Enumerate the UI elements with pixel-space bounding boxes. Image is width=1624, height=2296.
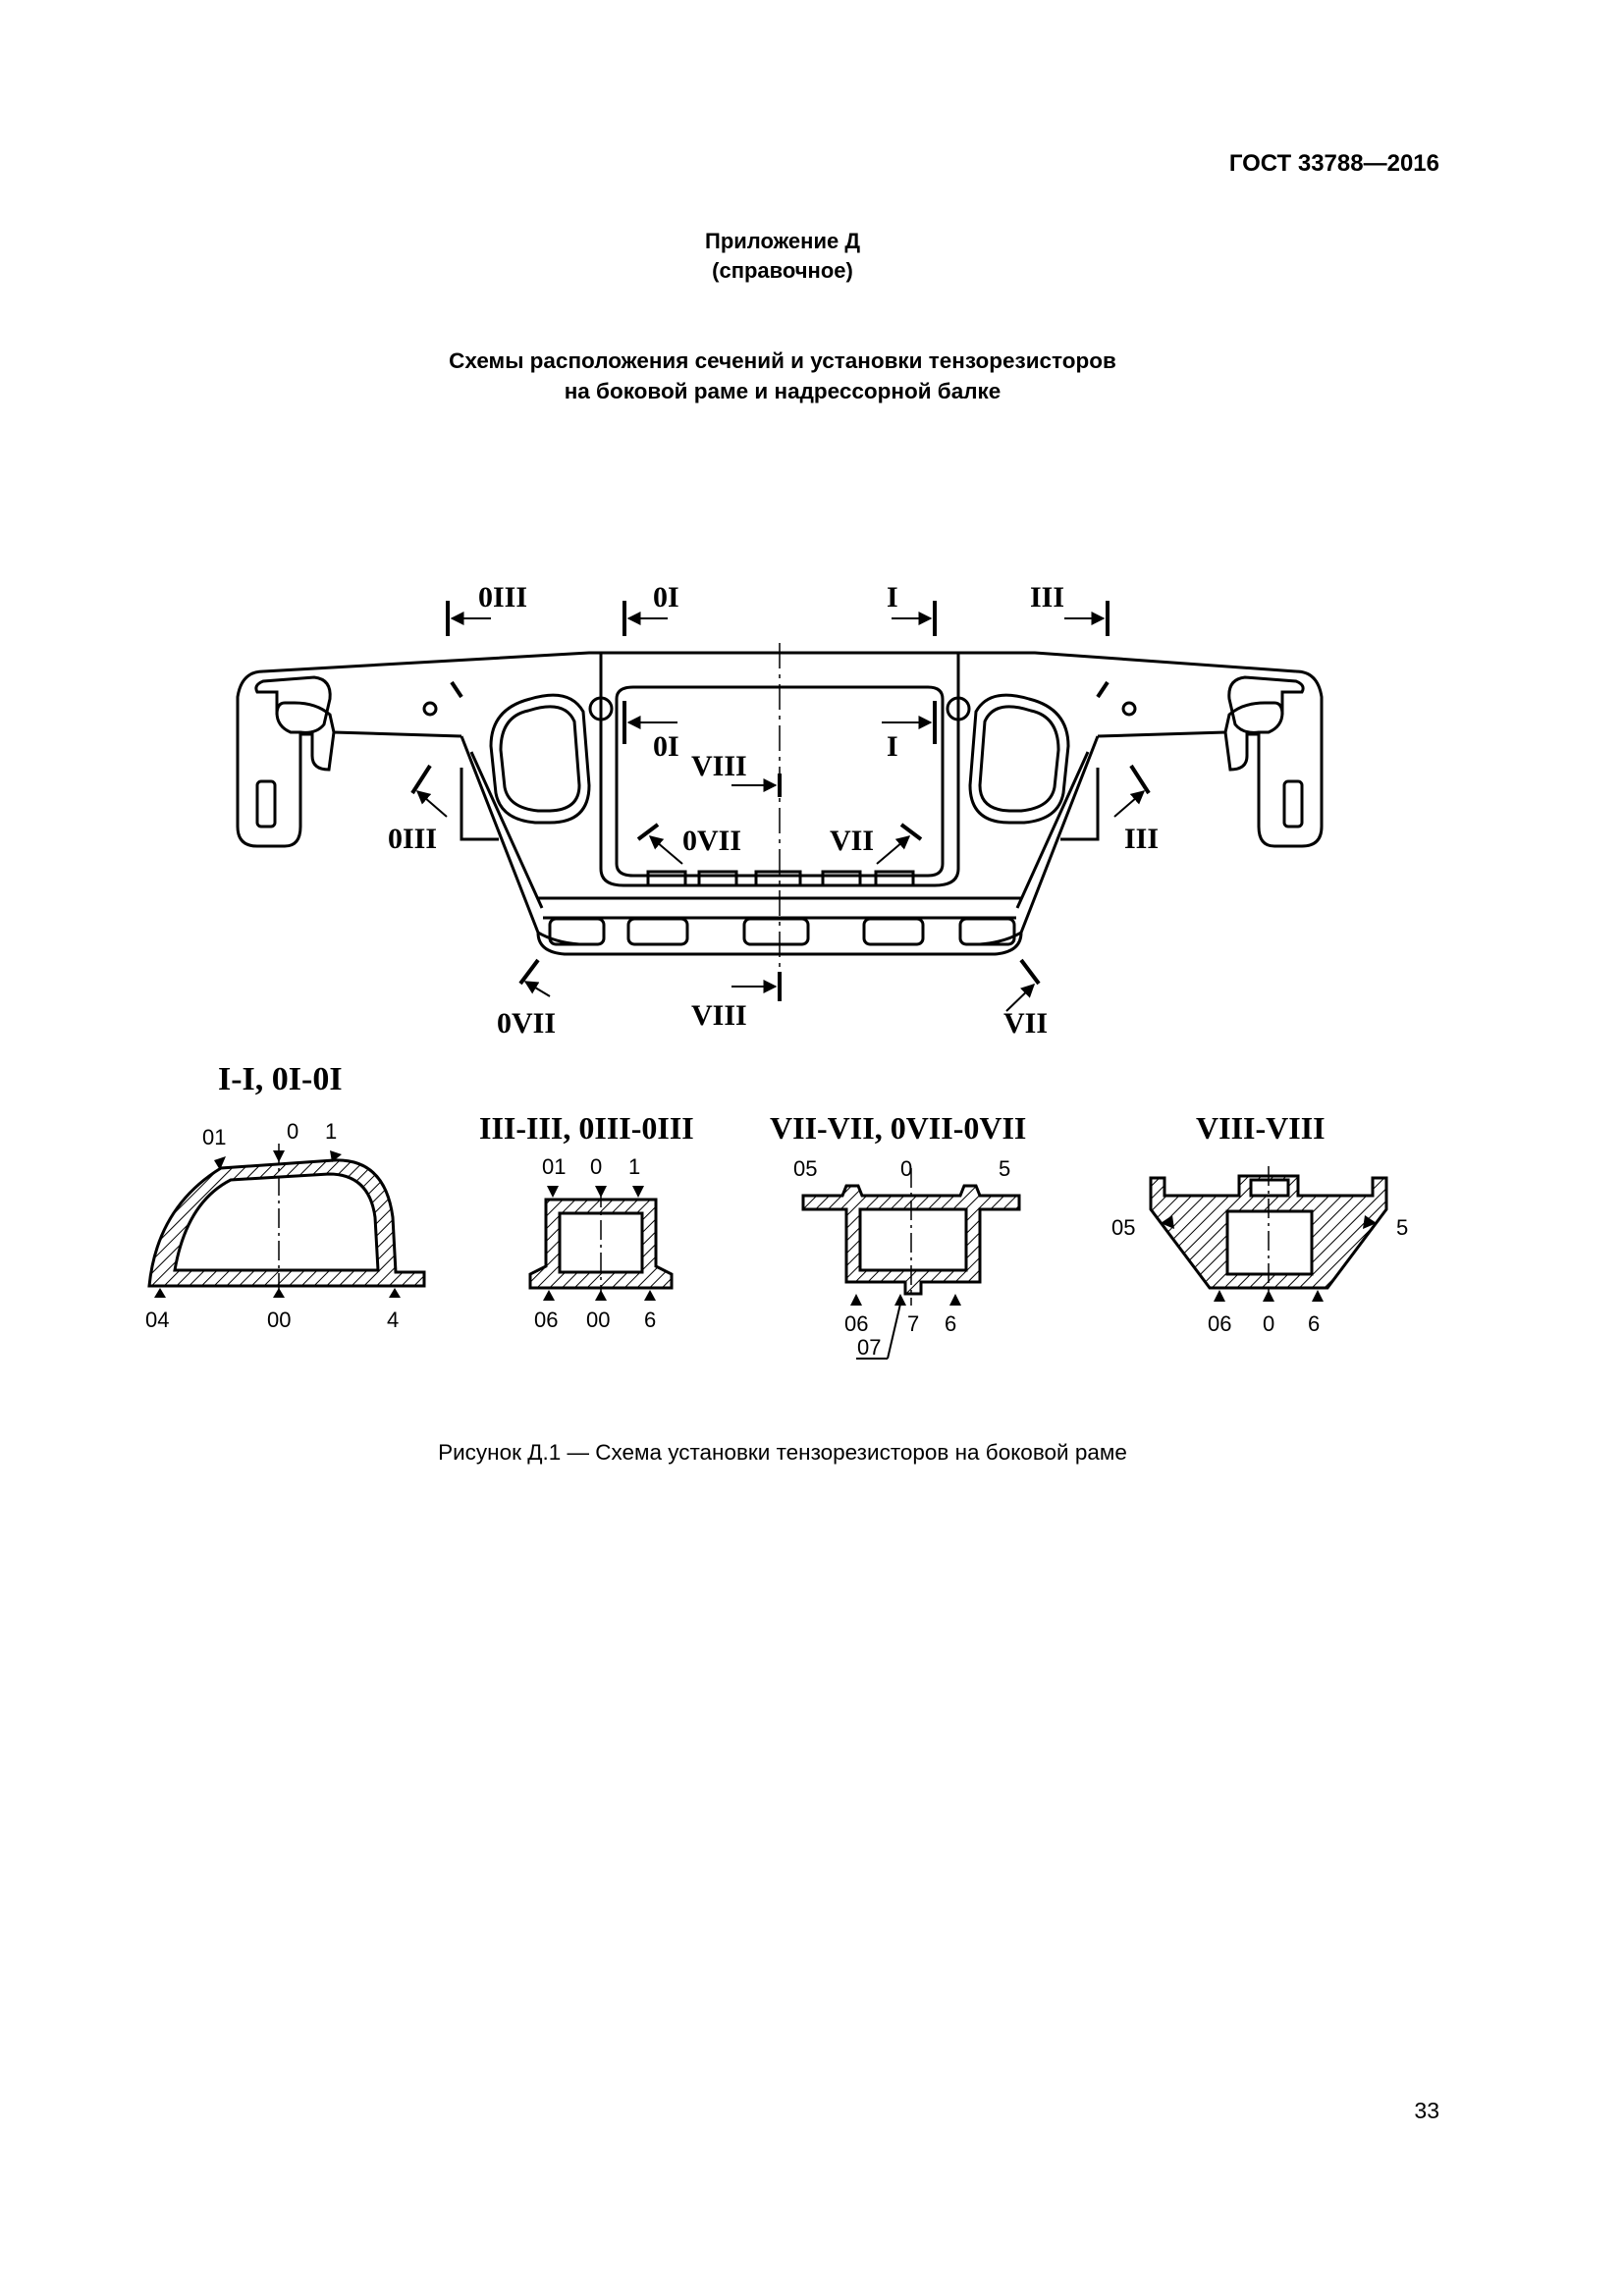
technical-drawing: 0III 0I I III 0I I VIII 0III 0VII VII II… <box>145 581 1408 1360</box>
section-arrows <box>415 612 1146 1012</box>
section-viii-viii: VIII-VIII 05 5 06 0 6 <box>1111 1110 1408 1336</box>
point-label: 6 <box>644 1308 656 1332</box>
point-label: 7 <box>907 1311 919 1336</box>
section-iii-iii: III-III, 0III-0III 01 0 1 06 00 6 <box>479 1110 694 1332</box>
label-viii-bottom: VIII <box>691 999 747 1032</box>
point-label: 5 <box>1396 1215 1408 1240</box>
point-label: 1 <box>325 1119 337 1144</box>
label-vii-bottom: VII <box>1003 1007 1048 1040</box>
section-vii-vii: VII-VII, 0VII-0VII 05 0 5 06 7 6 07 <box>770 1110 1026 1360</box>
label-0iii-top: 0III <box>478 581 527 614</box>
section-title: III-III, 0III-0III <box>479 1110 694 1146</box>
section-title: VIII-VIII <box>1196 1110 1326 1146</box>
label-i-top: I <box>887 581 898 614</box>
figure-caption: Рисунок Д.1 — Схема установки тензорезис… <box>438 1440 1127 1465</box>
point-label: 0 <box>900 1156 912 1181</box>
label-0vii-bottom: 0VII <box>497 1007 556 1040</box>
point-label: 06 <box>534 1308 558 1332</box>
point-label: 01 <box>542 1154 566 1179</box>
point-label: 06 <box>844 1311 868 1336</box>
point-label: 6 <box>945 1311 956 1336</box>
side-frame-drawing <box>236 651 1324 956</box>
point-label: 01 <box>202 1125 226 1149</box>
label-vii-inner: VII <box>830 825 874 857</box>
point-label: 00 <box>267 1308 291 1332</box>
figure-title-line-1: Схемы расположения сечений и установки т… <box>449 348 1116 373</box>
point-label: 05 <box>793 1156 817 1181</box>
appendix-title: Приложение Д <box>705 229 860 253</box>
point-label: 5 <box>999 1156 1010 1181</box>
section-title: I-I, 0I-0I <box>218 1061 343 1097</box>
section-title: VII-VII, 0VII-0VII <box>770 1110 1026 1146</box>
point-label: 05 <box>1111 1215 1135 1240</box>
page-number: 33 <box>1414 2098 1439 2123</box>
section-cut-markers <box>410 601 1151 1001</box>
point-label: 04 <box>145 1308 169 1332</box>
point-label: 00 <box>586 1308 610 1332</box>
label-viii-mid: VIII <box>691 750 747 782</box>
appendix-type: (справочное) <box>712 258 853 283</box>
label-0vii-inner: 0VII <box>682 825 741 857</box>
point-label: 0 <box>287 1119 298 1144</box>
label-0i-top: 0I <box>653 581 679 614</box>
point-label: 6 <box>1308 1311 1320 1336</box>
label-iii-top: III <box>1030 581 1064 614</box>
label-iii-right: III <box>1124 823 1159 855</box>
point-label: 06 <box>1208 1311 1231 1336</box>
label-0iii-left: 0III <box>388 823 437 855</box>
point-label: 0 <box>1263 1311 1274 1336</box>
point-label: 1 <box>628 1154 640 1179</box>
document-standard-number: ГОСТ 33788—2016 <box>1228 150 1439 177</box>
point-label: 07 <box>857 1335 881 1360</box>
label-0i-mid: 0I <box>653 730 679 763</box>
point-label: 4 <box>387 1308 399 1332</box>
point-label: 0 <box>590 1154 602 1179</box>
section-i-i: I-I, 0I-0I 01 0 1 04 00 4 <box>145 1061 426 1332</box>
figure-title-line-2: на боковой раме и надрессорной балке <box>564 379 1001 403</box>
label-i-mid: I <box>887 730 898 763</box>
